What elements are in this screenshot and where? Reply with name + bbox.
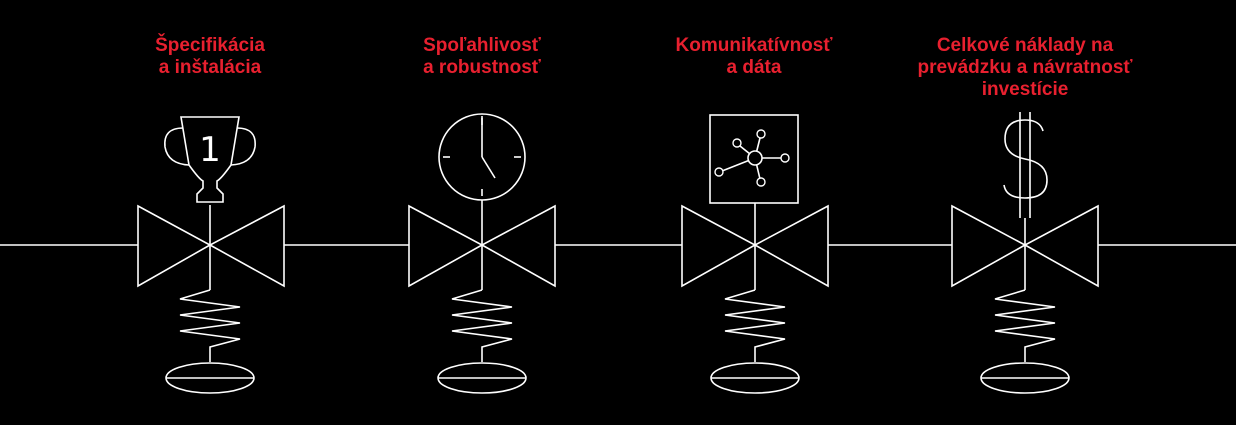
- trophy-icon: 1: [164, 116, 256, 203]
- network-hub-icon: [709, 114, 799, 204]
- dollar-icon: [1003, 112, 1048, 218]
- valve-3: [681, 114, 829, 394]
- valve-1-label: Špecifikácia a inštalácia: [155, 35, 265, 78]
- valve-2: [408, 113, 556, 394]
- valve-4: [951, 112, 1099, 394]
- trophy-number: 1: [199, 130, 221, 170]
- valve-2-label: Spoľahlivosť a robustnosť: [423, 35, 541, 78]
- valve-3-label: Komunikatívnosť a dáta: [675, 35, 833, 78]
- clock-icon: [438, 113, 526, 201]
- valve-4-body: [951, 204, 1099, 394]
- valve-3-body: [681, 203, 829, 394]
- valve-1: 1: [137, 116, 285, 394]
- valve-1-body: [137, 204, 285, 394]
- valve-2-body: [408, 200, 556, 394]
- valve-4-label: Celkové náklady na prevádzku a návratnos…: [917, 35, 1133, 100]
